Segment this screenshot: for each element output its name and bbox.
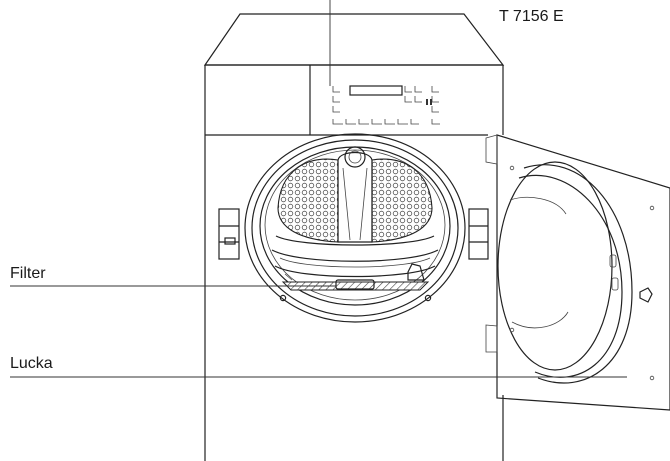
model-label: T 7156 E — [499, 8, 564, 25]
open-door — [485, 134, 670, 411]
right-buttons — [404, 86, 439, 113]
drum-ribs — [271, 235, 439, 278]
lint-filter — [281, 263, 430, 291]
display-window — [349, 85, 403, 96]
door-hinges — [218, 208, 489, 260]
drum-screws — [279, 294, 432, 302]
left-buttons — [332, 86, 340, 113]
bottom-buttons — [332, 119, 440, 125]
drum-opening — [244, 133, 466, 323]
drum-back — [277, 146, 433, 243]
door-label: Lucka — [10, 355, 53, 372]
filter-label: Filter — [10, 265, 46, 282]
control-panel — [309, 0, 440, 135]
dryer-cabinet — [203, 13, 505, 461]
